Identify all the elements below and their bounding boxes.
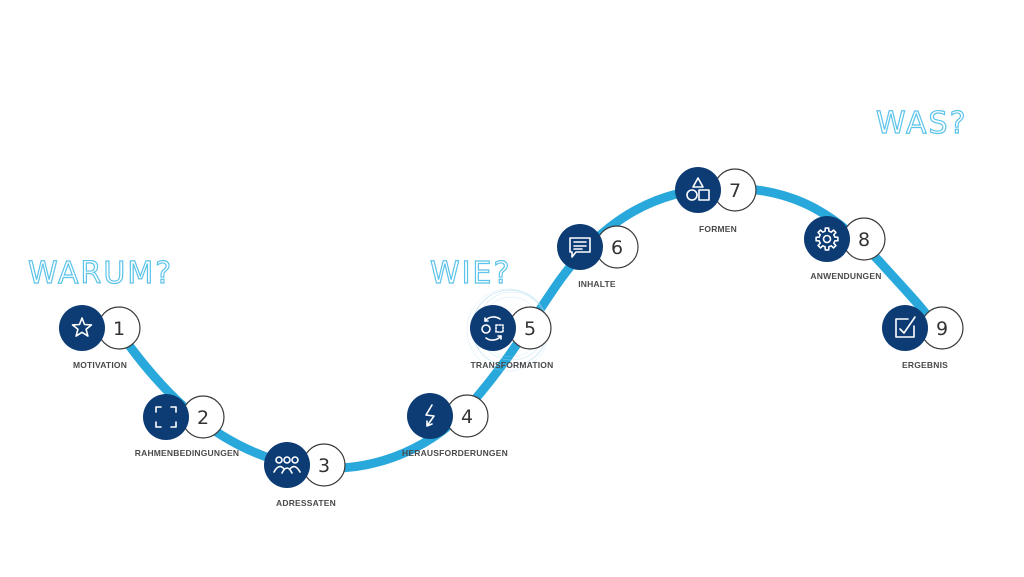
heading-wie: WIE? bbox=[430, 256, 511, 291]
heading-warum: WARUM? bbox=[28, 256, 173, 291]
step-label: HERAUSFORDERUNGEN bbox=[402, 448, 508, 458]
speech-bubble-icon bbox=[569, 237, 591, 258]
step-number: 7 bbox=[729, 180, 741, 202]
icon-circle bbox=[264, 442, 310, 488]
icon-circle bbox=[59, 305, 105, 351]
star-icon bbox=[71, 317, 93, 337]
step-number: 9 bbox=[936, 318, 948, 340]
shapes-icon bbox=[686, 177, 710, 201]
gear-icon bbox=[815, 227, 839, 251]
checkbox-icon bbox=[895, 316, 916, 338]
icon-circle bbox=[804, 216, 850, 262]
people-group-icon bbox=[273, 456, 301, 474]
step-number: 1 bbox=[113, 318, 125, 340]
step-label: INHALTE bbox=[578, 279, 616, 289]
icon-circle bbox=[675, 167, 721, 213]
step-number: 3 bbox=[318, 455, 330, 477]
step-number: 6 bbox=[611, 237, 623, 259]
step-label: ANWENDUNGEN bbox=[810, 271, 881, 281]
step-label: ADRESSATEN bbox=[276, 498, 336, 508]
transform-cycle-icon bbox=[481, 316, 504, 341]
step-label: TRANSFORMATION bbox=[471, 360, 554, 370]
lightning-icon bbox=[425, 404, 435, 427]
heading-was: WAS? bbox=[876, 106, 968, 141]
step-label: FORMEN bbox=[699, 224, 737, 234]
step-label: ERGEBNIS bbox=[902, 360, 948, 370]
icon-circle bbox=[882, 305, 928, 351]
frame-corners-icon bbox=[155, 406, 177, 428]
step-label: RAHMENBEDINGUNGEN bbox=[135, 448, 239, 458]
step-number: 2 bbox=[197, 407, 209, 429]
icon-circle bbox=[143, 394, 189, 440]
icon-circle bbox=[470, 305, 516, 351]
step-number: 4 bbox=[461, 406, 473, 428]
step-label: MOTIVATION bbox=[73, 360, 127, 370]
icon-circle bbox=[557, 224, 603, 270]
step-number: 5 bbox=[524, 318, 536, 340]
step-number: 8 bbox=[858, 229, 870, 251]
